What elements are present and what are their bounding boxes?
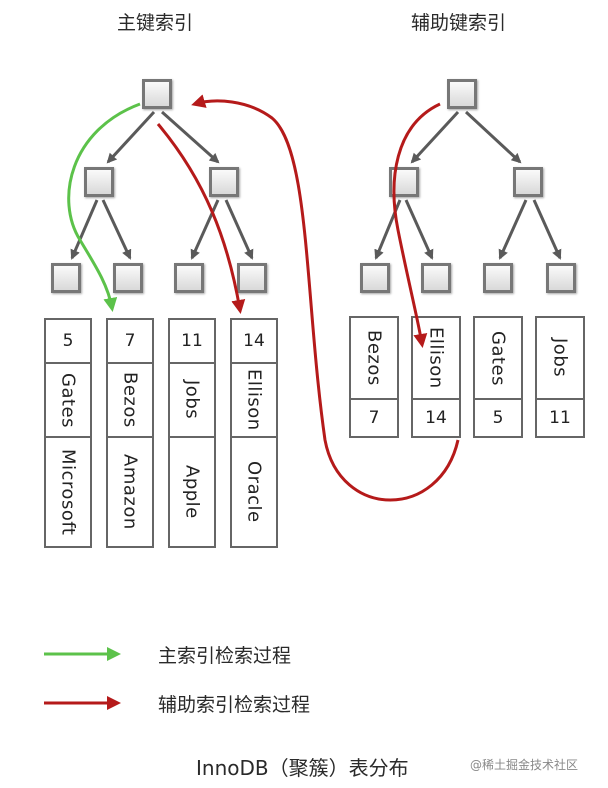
record-id: 11 bbox=[181, 331, 203, 351]
primary-internal-node-right bbox=[209, 167, 239, 197]
secondary-record-3: Gates 5 bbox=[473, 316, 523, 438]
primary-leaf-node-1 bbox=[51, 263, 81, 293]
primary-root-node bbox=[142, 79, 172, 109]
legend-primary-label: 主索引检索过程 bbox=[158, 645, 292, 667]
secondary-record-id: 5 bbox=[475, 398, 521, 436]
secondary-record-name: Gates bbox=[487, 330, 509, 386]
edge2-root-left bbox=[410, 110, 460, 164]
secondary-leaf-node-3 bbox=[483, 263, 513, 293]
primary-record-4: 14 Ellison Oracle bbox=[230, 318, 278, 548]
edge2-left-leaf2 bbox=[404, 199, 434, 260]
secondary-index-title: 辅助键索引 bbox=[411, 12, 507, 34]
secondary-record-name: Bezos bbox=[363, 330, 385, 386]
primary-record-2: 7 Bezos Amazon bbox=[106, 318, 154, 548]
legend-secondary-label: 辅助索引检索过程 bbox=[158, 694, 311, 716]
edge-left-leaf1 bbox=[70, 199, 99, 260]
secondary-record-id: 11 bbox=[537, 398, 583, 436]
edge2-right-leaf4 bbox=[532, 199, 562, 260]
primary-index-title: 主键索引 bbox=[117, 12, 194, 34]
secondary-leaf-node-4 bbox=[546, 263, 576, 293]
record-name: Jobs bbox=[170, 362, 214, 436]
edge2-root-right bbox=[464, 110, 522, 164]
secondary-record-name: Jobs bbox=[549, 338, 571, 378]
record-id: 5 bbox=[62, 331, 74, 351]
primary-descent-arrow bbox=[156, 123, 246, 314]
secondary-record-id: 14 bbox=[413, 398, 459, 436]
primary-internal-node-left bbox=[84, 167, 114, 197]
edge-left-leaf2 bbox=[101, 199, 132, 260]
record-company: Microsoft bbox=[46, 436, 90, 546]
secondary-record-1: Bezos 7 bbox=[349, 316, 399, 438]
secondary-record-4: Jobs 11 bbox=[535, 316, 585, 438]
primary-leaf-node-2 bbox=[113, 263, 143, 293]
secondary-root-node bbox=[447, 79, 477, 109]
secondary-record-id: 7 bbox=[351, 398, 397, 436]
edge-right-leaf4 bbox=[224, 199, 254, 260]
record-id: 7 bbox=[124, 331, 136, 351]
record-name: Bezos bbox=[108, 362, 152, 436]
record-name: Ellison bbox=[232, 362, 276, 436]
primary-lookup-arrow bbox=[67, 102, 141, 312]
return-to-primary-arrow bbox=[191, 94, 460, 502]
record-company: Oracle bbox=[232, 436, 276, 546]
secondary-internal-node-right bbox=[513, 167, 543, 197]
primary-leaf-node-3 bbox=[174, 263, 204, 293]
secondary-leaf-node-2 bbox=[421, 263, 451, 293]
watermark: @稀土掘金技术社区 bbox=[470, 758, 579, 772]
secondary-record-name: Ellison bbox=[425, 327, 447, 389]
primary-leaf-node-4 bbox=[237, 263, 267, 293]
record-company: Amazon bbox=[108, 436, 152, 546]
edge-root-left bbox=[106, 110, 156, 164]
primary-record-3: 11 Jobs Apple bbox=[168, 318, 216, 548]
edge2-right-leaf3 bbox=[498, 199, 528, 260]
record-name: Gates bbox=[46, 362, 90, 436]
primary-record-1: 5 Gates Microsoft bbox=[44, 318, 92, 548]
record-company: Apple bbox=[170, 436, 214, 546]
record-id: 14 bbox=[243, 331, 265, 351]
edge-right-leaf3 bbox=[190, 199, 220, 260]
edge-root-right bbox=[161, 110, 220, 164]
secondary-leaf-node-1 bbox=[360, 263, 390, 293]
diagram-caption: InnoDB（聚簇）表分布 bbox=[196, 756, 409, 780]
secondary-descent-arrow bbox=[392, 102, 441, 348]
